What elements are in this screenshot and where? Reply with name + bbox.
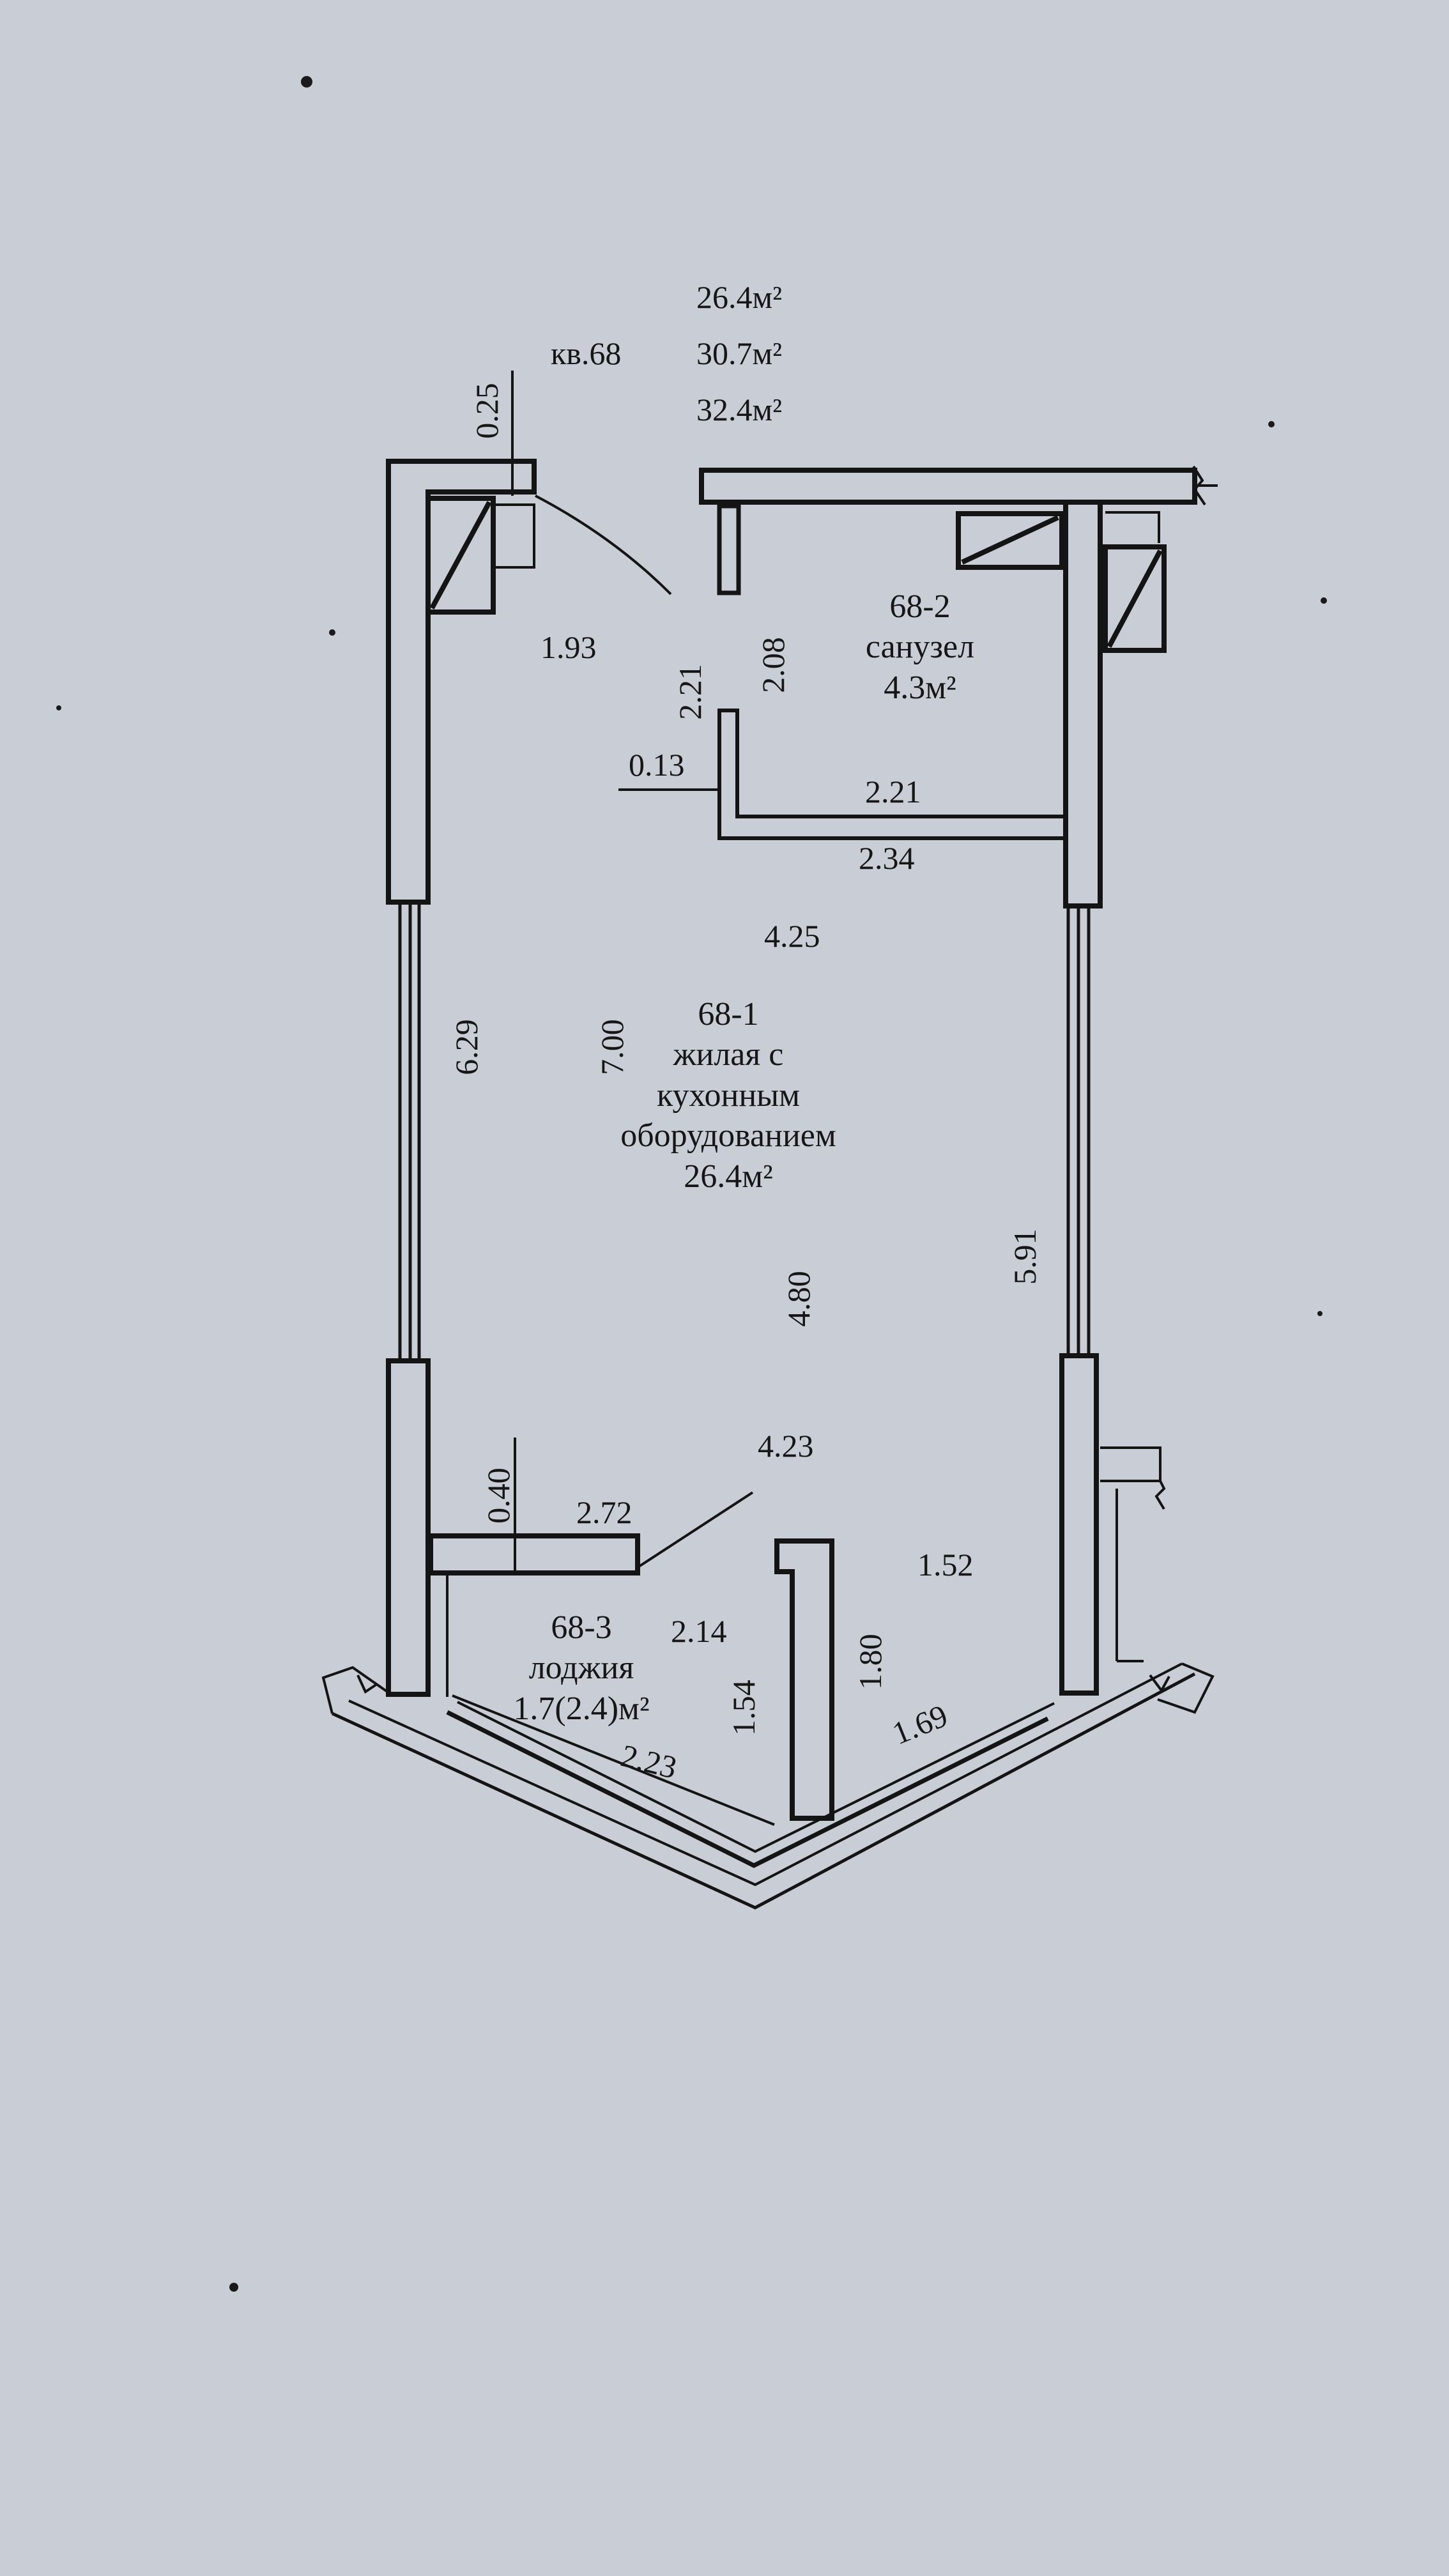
room-1-line-1: жилая с: [673, 1036, 784, 1073]
loggia-divider: [774, 1538, 834, 1821]
area-total: 30.7м²: [696, 335, 783, 371]
shaft-bath: [956, 511, 1064, 570]
dim-1-80: 1.80: [852, 1634, 888, 1690]
dim-0-40: 0.40: [480, 1468, 516, 1524]
balcony-parapet-outer: [331, 1672, 1196, 1910]
left-wall: [386, 459, 537, 905]
area-total-with-loggia: 32.4м²: [696, 392, 783, 427]
room-1-code: 68-1: [698, 996, 759, 1032]
dim-0-13: 0.13: [629, 747, 685, 783]
right-wall-lower: [1059, 1353, 1099, 1696]
dim-1-52: 1.52: [917, 1547, 974, 1583]
shaft-right: [1103, 544, 1167, 653]
balcony-right-end: [1157, 1662, 1215, 1714]
top-wall: [699, 468, 1197, 505]
right-bracket: [1100, 1446, 1166, 1510]
shaft-left-inner: [493, 503, 535, 569]
right-window: [1066, 906, 1091, 1356]
dim-2-21-horizontal: 2.21: [865, 774, 921, 809]
room-1-area: 26.4м²: [684, 1158, 773, 1195]
room-3-code: 68-3: [551, 1609, 612, 1646]
room-3-name: лоджия: [528, 1650, 634, 1687]
balcony-dashed: [834, 1717, 1048, 1826]
shaft-right-top: [1105, 511, 1160, 543]
dim-2-14: 2.14: [671, 1613, 727, 1649]
room-2-label: 68-2 санузел 4.3м²: [824, 586, 1016, 708]
shaft-left: [425, 496, 496, 615]
dim-5-91: 5.91: [1006, 1229, 1043, 1285]
balcony-right-cap: [1149, 1674, 1170, 1693]
loggia-base: [452, 1694, 775, 1826]
balcony-left-end: [321, 1666, 392, 1714]
apartment-number: кв.68: [551, 335, 622, 371]
dim-4-23: 4.23: [758, 1428, 814, 1464]
dim-1-54: 1.54: [725, 1680, 762, 1736]
dim-7-00: 7.00: [594, 1019, 630, 1075]
balcony-rail-inner: [457, 1701, 1055, 1853]
room-2-code: 68-2: [889, 588, 951, 625]
room-1-label: 68-1 жилая с кухонным оборудованием 26.4…: [575, 994, 882, 1197]
door-swing: [535, 494, 672, 595]
dim-2-34: 2.34: [859, 840, 915, 876]
dim-4-25: 4.25: [764, 918, 820, 954]
room-3-area: 1.7(2.4)м²: [513, 1690, 650, 1727]
dim-6-29: 6.29: [448, 1019, 484, 1075]
left-window: [398, 902, 421, 1361]
dim-2-72: 2.72: [576, 1494, 632, 1530]
area-total-living: 26.4м²: [696, 279, 783, 315]
room-3-label: 68-3 лоджия 1.7(2.4)м²: [486, 1607, 677, 1729]
dim-4-80: 4.80: [780, 1271, 816, 1327]
room-2-name: санузел: [865, 629, 975, 666]
balcony-left-cap: [356, 1675, 378, 1694]
dim-leader-423: [638, 1491, 754, 1568]
dim-0-25: 0.25: [468, 383, 505, 439]
loggia-partition: [428, 1533, 640, 1575]
right-bracket-leg: [1116, 1489, 1144, 1662]
dim-1-93: 1.93: [540, 629, 597, 665]
balcony-parapet-mid: [348, 1662, 1183, 1887]
dim-2-08: 2.08: [755, 637, 791, 693]
dim-2-21-vertical: 2.21: [671, 664, 708, 720]
room-1-line-3: оборудованием: [620, 1117, 836, 1154]
room-1-line-2: кухонным: [656, 1077, 801, 1114]
room-2-area: 4.3м²: [884, 669, 956, 706]
door-stub: [717, 503, 741, 595]
right-wall: [1063, 500, 1103, 908]
bath-partition: [717, 709, 1068, 840]
left-wall-lower: [386, 1358, 431, 1697]
